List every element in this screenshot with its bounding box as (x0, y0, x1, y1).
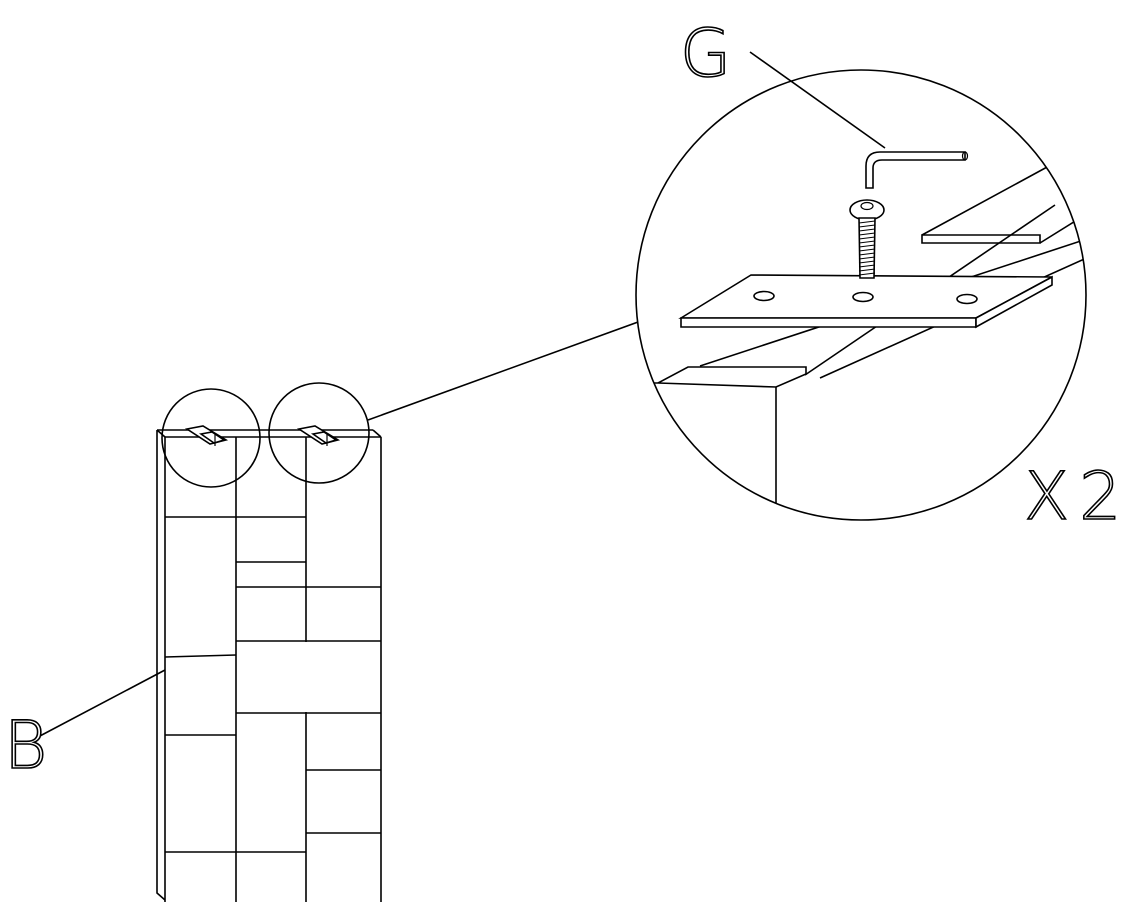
detail-circle (635, 69, 1087, 521)
label-g-leader (749, 51, 886, 149)
detail-view (635, 69, 1087, 521)
label-part-b: B (4, 707, 47, 784)
connector-plate (678, 274, 1053, 329)
label-part-g: G (680, 15, 731, 92)
top-connector-plate-right (296, 425, 341, 446)
allen-key-icon (865, 151, 969, 189)
bookcase-assembly (156, 429, 382, 902)
bolt-icon (849, 199, 885, 279)
label-b-leader (37, 669, 166, 738)
detail-circle-left (161, 388, 261, 488)
label-quantity: X2 (1024, 458, 1131, 535)
detail-circle-right (268, 382, 370, 484)
detail-leader-line (367, 321, 639, 421)
top-connector-plate-left (184, 425, 229, 446)
